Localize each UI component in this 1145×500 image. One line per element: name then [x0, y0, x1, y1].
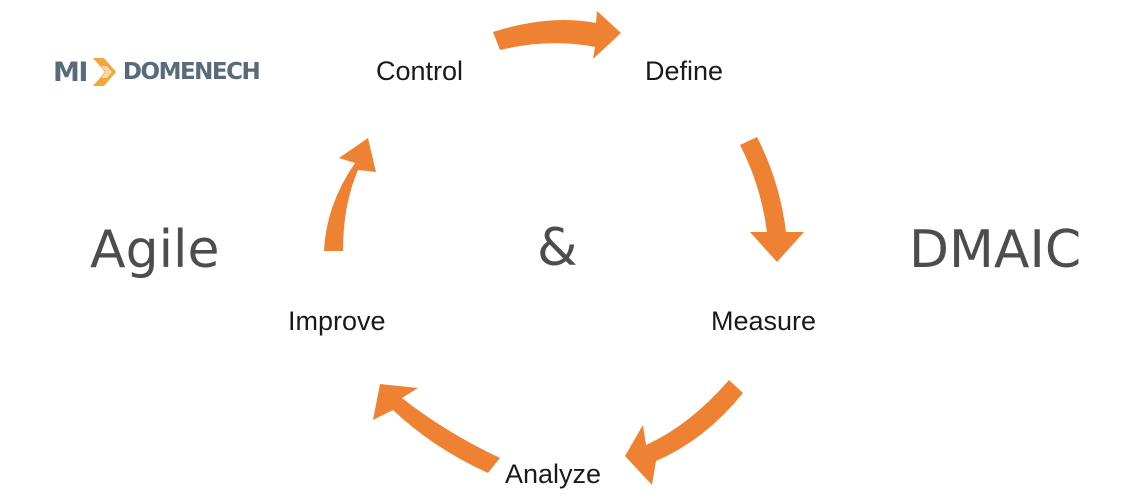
- logo: MI DOMENECH: [53, 53, 261, 91]
- arrow-control-to-define: [493, 11, 621, 59]
- step-define: Define: [645, 56, 724, 86]
- step-improve: Improve: [288, 306, 386, 336]
- logo-text-domenech: DOMENECH: [122, 59, 261, 85]
- logo-chevron-icon: [92, 58, 116, 86]
- step-analyze: Analyze: [505, 459, 602, 489]
- logo-text-mi: MI: [53, 56, 88, 88]
- step-measure: Measure: [711, 306, 817, 336]
- title-agile: Agile: [90, 220, 220, 280]
- arrow-analyze-to-improve: [373, 384, 500, 473]
- title-ampersand: &: [537, 218, 578, 278]
- arrow-measure-to-analyze: [625, 380, 743, 485]
- step-control: Control: [376, 56, 464, 86]
- title-dmaic: DMAIC: [909, 220, 1082, 280]
- arrow-improve-to-control: [324, 138, 376, 251]
- arrow-define-to-measure: [740, 137, 804, 262]
